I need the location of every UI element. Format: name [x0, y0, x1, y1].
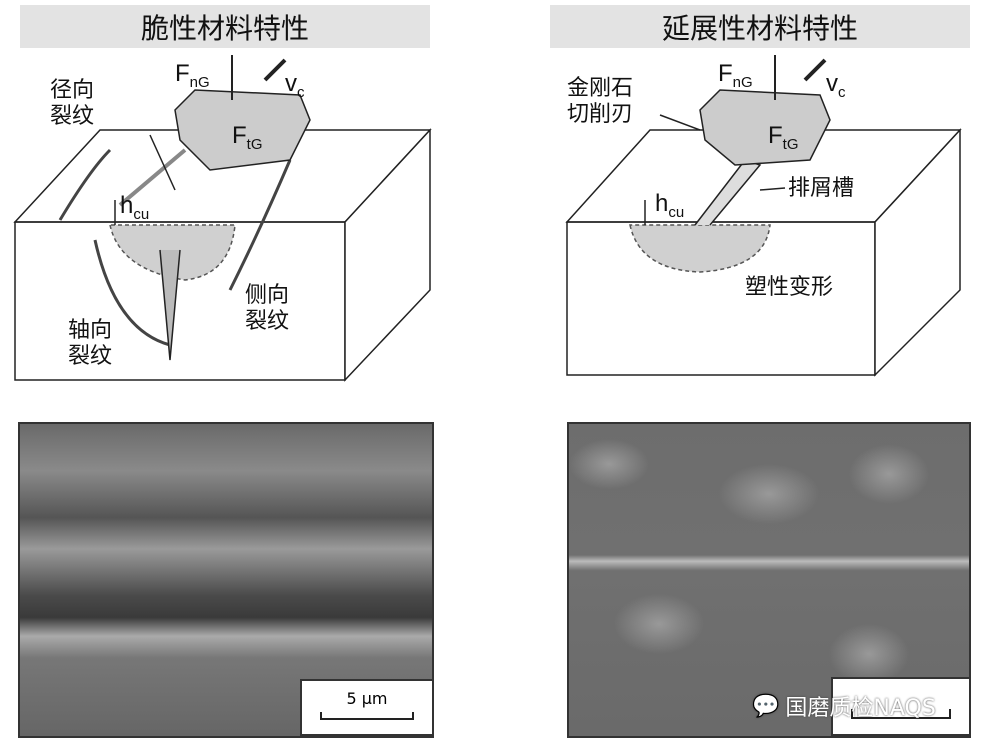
- brittle-sem-image: 5 μm: [18, 422, 434, 738]
- cutting-speed-label: vc: [826, 70, 846, 101]
- ductile-sem-image: [567, 422, 971, 738]
- watermark: 💬国磨质检NAQS: [752, 693, 936, 722]
- brittle-title: 脆性材料特性: [20, 5, 430, 48]
- axial-crack-label: 轴向 裂纹: [68, 318, 113, 369]
- scale-bar-label: 5 μm: [346, 689, 388, 708]
- radial-crack-label: 径向 裂纹: [50, 78, 95, 129]
- tangential-force-label: FtG: [232, 122, 263, 153]
- wechat-icon: 💬: [752, 693, 780, 719]
- brittle-diagram: [13, 55, 962, 382]
- scale-bar-box: [831, 677, 969, 736]
- normal-force-label: FnG: [718, 60, 753, 91]
- cutting-speed-label: vc: [285, 70, 305, 101]
- scale-bar: [320, 712, 414, 720]
- lateral-crack-label: 侧向 裂纹: [245, 283, 290, 334]
- plastic-deformation-label: 塑性变形: [745, 275, 834, 300]
- tangential-force-label: FtG: [768, 122, 799, 153]
- ductile-title: 延展性材料特性: [550, 5, 970, 48]
- cut-depth-label: hcu: [655, 190, 685, 221]
- cut-depth-label: hcu: [120, 192, 150, 223]
- diamond-tool-label: 金刚石 切削刃: [567, 76, 634, 127]
- scale-bar-box: 5 μm: [300, 679, 432, 736]
- scale-bar: [851, 709, 951, 719]
- normal-force-label: FnG: [175, 60, 210, 91]
- chip-groove-label: 排屑槽: [788, 176, 855, 201]
